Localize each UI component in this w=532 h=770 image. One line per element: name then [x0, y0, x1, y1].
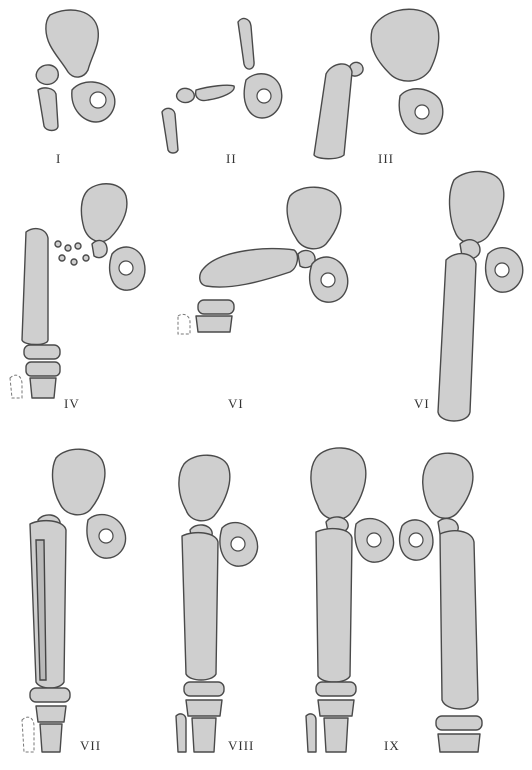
panel-i-figure [36, 10, 115, 131]
obturator-foramen [90, 92, 106, 108]
femoral-head [92, 241, 107, 258]
ossicle [83, 255, 89, 261]
panel-viii-figure [176, 455, 258, 752]
obturator-foramen [119, 261, 133, 275]
femur-shaft [182, 533, 218, 680]
fibula-left [306, 714, 316, 752]
fibula [176, 714, 186, 752]
epiphysis-right [436, 716, 482, 730]
ilium-left [311, 448, 366, 520]
tibia-shaft [192, 718, 216, 752]
tibia-plateau [196, 316, 232, 332]
panel-ii-figure [162, 19, 282, 153]
ossicle [65, 245, 71, 251]
femur-shaft [438, 254, 476, 421]
femur-shaft [22, 229, 48, 345]
panel-iii-figure [314, 9, 443, 159]
obturator-foramen [415, 105, 429, 119]
obturator-foramen [99, 529, 113, 543]
obturator-foramen [231, 537, 245, 551]
panel-vii-figure [22, 449, 126, 752]
ilium [81, 184, 127, 242]
fibula-outline [178, 314, 190, 334]
tibia-plateau [26, 362, 60, 376]
obturator-foramen-left [367, 533, 381, 547]
fibula-outline [10, 375, 22, 398]
panel-ix-figure [306, 448, 482, 752]
ilium [179, 455, 230, 521]
femur-left [316, 529, 352, 682]
panel-label-iv: IV [64, 396, 80, 412]
obturator-foramen [321, 273, 335, 287]
femoral-head [36, 65, 58, 84]
ilium [238, 19, 254, 70]
panel-label-vii: VII [80, 738, 101, 754]
femur-shaft [196, 85, 235, 100]
tibia-shaft-left [324, 718, 348, 752]
femur-shaft [30, 521, 66, 688]
tibia-plateau [186, 700, 222, 716]
epiphysis [30, 688, 70, 702]
fibula-outline [22, 717, 34, 752]
tibia-plateau-left [318, 700, 354, 716]
femoral-head [177, 88, 195, 102]
panel-label-i: I [56, 151, 61, 167]
ossicle [55, 241, 61, 247]
panel-label-iii: III [378, 151, 394, 167]
obturator-foramen [495, 263, 509, 277]
panel-vi-a-figure [178, 187, 348, 334]
ilium [450, 171, 504, 243]
ilium [53, 449, 105, 515]
panel-label-ii: II [226, 151, 237, 167]
epiphysis [198, 300, 234, 314]
epiphysis [24, 345, 60, 359]
femur-right [440, 531, 478, 709]
panel-label-vi-a: VI [228, 396, 244, 412]
tibia-plateau-right [438, 734, 480, 752]
ossicle [59, 255, 65, 261]
tibia-shaft [30, 378, 56, 398]
ossicle [75, 243, 81, 249]
femur-shaft [38, 88, 58, 131]
panel-iv-figure [10, 184, 145, 398]
tibia-plateau [36, 706, 66, 722]
femur-shaft [200, 249, 298, 287]
panel-vi-b-figure [438, 171, 523, 421]
ossicle [71, 259, 77, 265]
tibia-shaft [40, 724, 62, 752]
panel-label-vi-b: VI [414, 396, 430, 412]
panel-label-viii: VIII [228, 738, 254, 754]
ilium [371, 9, 439, 81]
ilium-right [423, 453, 473, 518]
panel-label-ix: IX [384, 738, 400, 754]
epiphysis [184, 682, 224, 696]
obturator-foramen [257, 89, 271, 103]
proximal-fragment [162, 108, 178, 153]
obturator-foramen-right [409, 533, 423, 547]
ilium [287, 187, 341, 249]
femur-shaft [314, 64, 352, 159]
epiphysis-left [316, 682, 356, 696]
